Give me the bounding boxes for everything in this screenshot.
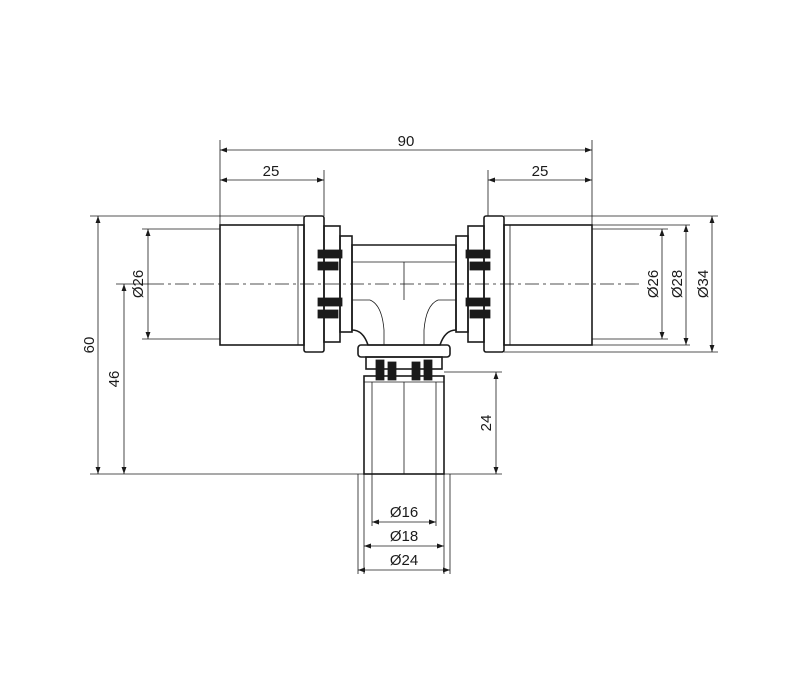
right-inner-diameter-label: Ø26 [645, 270, 662, 298]
tee-fitting [150, 215, 640, 475]
branch-inner-diameter-label: Ø16 [390, 504, 418, 521]
tee-body [351, 244, 457, 346]
left-pipe-sleeve [219, 224, 305, 346]
dimension-labels: 90 25 25 60 46 Ø26 Ø26 Ø28 Ø34 24 Ø16 Ø1… [81, 133, 712, 569]
left-diameter-label: Ø26 [130, 270, 147, 298]
overall-height-label: 60 [81, 337, 98, 354]
branch-press-ring [357, 344, 451, 381]
branch-middle-diameter-label: Ø18 [390, 528, 418, 545]
branch-socket-length-label: 24 [478, 415, 495, 432]
right-middle-diameter-label: Ø28 [669, 270, 686, 298]
overall-width-label: 90 [398, 133, 415, 150]
extension-lines [90, 140, 718, 574]
center-height-label: 46 [106, 371, 123, 388]
branch-pipe-sleeve [363, 375, 445, 475]
left-socket-length-label: 25 [263, 163, 280, 180]
branch-outer-diameter-label: Ø24 [390, 552, 418, 569]
right-pipe-sleeve [503, 224, 593, 346]
right-outer-diameter-label: Ø34 [695, 270, 712, 298]
right-socket-length-label: 25 [532, 163, 549, 180]
dimension-lines [95, 147, 715, 573]
